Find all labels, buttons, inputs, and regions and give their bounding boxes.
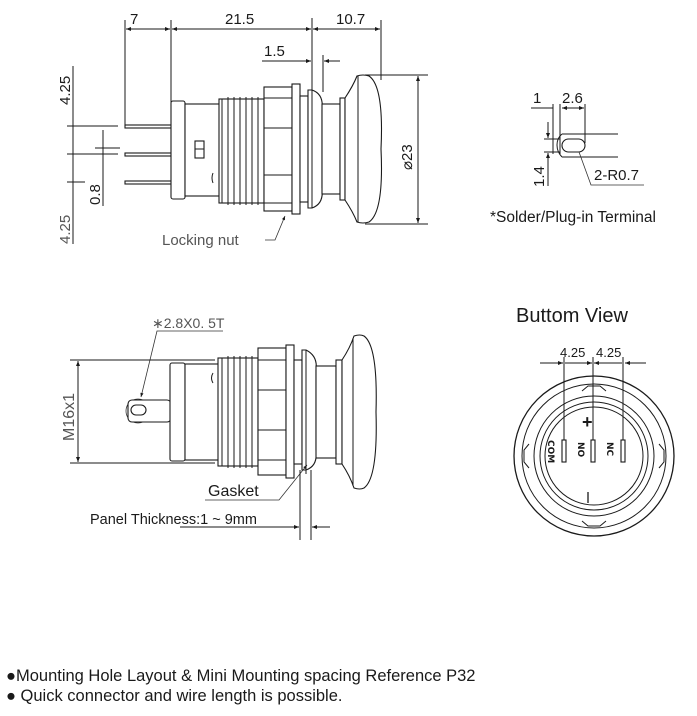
pin-no-label: NO: [575, 442, 585, 458]
dim-pitch-right: 4.25: [596, 345, 621, 360]
mounting-view: ∗2.8X0. 5T M16x1 Gasket: [61, 315, 377, 540]
pin-nc-label: NC: [604, 442, 614, 457]
dim-pin-thickness: 0.8: [87, 184, 104, 205]
gasket-label: Gasket: [208, 483, 259, 500]
terminal-spec-label: ∗2.8X0. 5T: [152, 315, 225, 331]
dim-cap-diameter: ⌀23: [399, 144, 416, 170]
dim-flange-thickness: 1.5: [264, 43, 285, 60]
dim-pin-pitch-bottom: 4.25: [57, 215, 74, 244]
bottom-view: Buttom View 4.25 4.25 COM NO NC +: [513, 305, 675, 537]
dim-radius: 2-R0.7: [594, 167, 639, 184]
terminal-caption: *Solder/Plug-in Terminal: [490, 209, 656, 226]
terminal-detail: 1 2.6 1.4 2-R0.7 *Solder/Plug-in Termina…: [490, 90, 656, 226]
bottom-view-title: Buttom View: [516, 305, 628, 327]
dim-terminal-offset: 1: [533, 90, 541, 107]
pin-com-label: COM: [545, 440, 555, 463]
dim-pitch-left: 4.25: [560, 345, 585, 360]
dim-terminal-width: 1.4: [531, 166, 548, 187]
side-view: 7 21.5 10.7 1.5: [57, 11, 428, 249]
dim-body-length: 21.5: [225, 11, 254, 28]
locking-nut-label: Locking nut: [162, 232, 240, 249]
plus-symbol: +: [582, 412, 593, 432]
dim-terminal-length: 7: [130, 11, 138, 28]
note-quick-connector: ● Quick connector and wire length is pos…: [6, 687, 343, 705]
thread-label: M16x1: [61, 393, 78, 441]
dim-pin-pitch-top: 4.25: [57, 76, 74, 105]
notes: ●Mounting Hole Layout & Mini Mounting sp…: [6, 666, 476, 706]
thread: [218, 97, 265, 205]
dim-cap-length: 10.7: [336, 11, 365, 28]
note-mounting-hole: ●Mounting Hole Layout & Mini Mounting sp…: [6, 667, 476, 685]
dim-slot-length: 2.6: [562, 90, 583, 107]
panel-thickness-label: Panel Thickness:1 ~ 9mm: [90, 512, 257, 528]
